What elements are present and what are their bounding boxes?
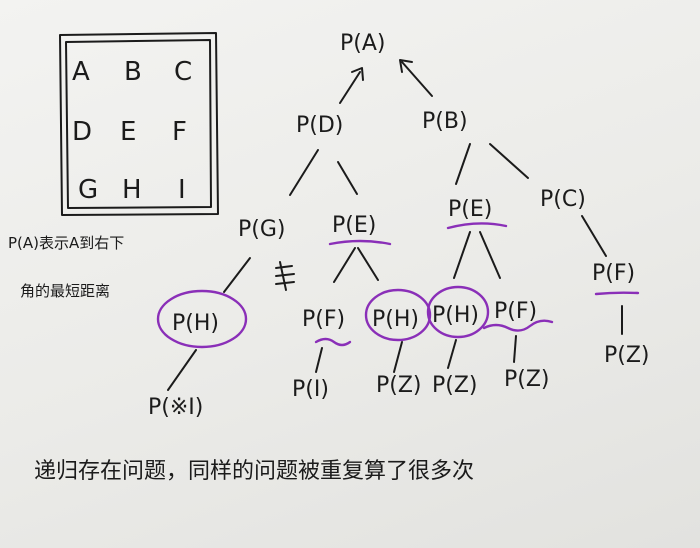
node-pd: P(D)	[296, 113, 343, 138]
grid-cell-d: D	[72, 117, 92, 147]
grid-cell-h: H	[122, 175, 142, 205]
edge-pd-pg	[289, 149, 319, 196]
arrowhead-right	[399, 59, 413, 73]
grid-cell-c: C	[174, 57, 192, 87]
tree-edges	[167, 59, 623, 391]
legend-note-line1: P(A)表示A到右下	[8, 234, 124, 252]
legend-note-line2: 角的最短距离	[20, 282, 110, 300]
grid-cell-b: B	[124, 57, 142, 87]
squiggle-pf-2	[482, 319, 554, 332]
node-ph-3: P(H)	[432, 303, 479, 328]
circle-ph-1	[156, 289, 248, 349]
grid-border	[59, 32, 219, 216]
node-pz-1: P(Z)	[376, 373, 422, 398]
edge-pd-pa	[339, 71, 361, 104]
edge-ph3-pz	[447, 339, 457, 369]
node-pf-3: P(F)	[592, 261, 635, 286]
squiggle-pf-1	[314, 337, 352, 347]
edge-pf-pi	[315, 347, 323, 373]
repeat-highlights	[156, 222, 640, 349]
grid-cell-e: E	[120, 117, 136, 147]
edge-pf3-pz	[513, 335, 517, 363]
node-pz-3: P(Z)	[504, 367, 550, 392]
edge-pg-ph	[223, 257, 251, 293]
node-pz-4: P(Z)	[604, 343, 650, 368]
edge-ph-pz	[393, 341, 403, 373]
node-pb: P(B)	[422, 109, 468, 134]
grid-cell-g: G	[78, 175, 98, 205]
node-pf-1: P(F)	[302, 307, 345, 332]
scribble-mark	[275, 261, 295, 291]
underline-pe-left	[328, 239, 392, 246]
node-pg: P(G)	[238, 217, 285, 242]
edge-pd-pe	[337, 161, 358, 195]
footer-note: 递归存在问题，同样的问题被重复算了很多次	[34, 459, 474, 484]
grid-box: A B C D E F G H I	[59, 32, 219, 216]
node-pf-2: P(F)	[494, 299, 537, 324]
node-ph-2: P(H)	[372, 307, 419, 332]
node-pz-2: P(Z)	[432, 373, 478, 398]
node-pe-right: P(E)	[448, 197, 492, 222]
node-pa: P(A)	[340, 31, 385, 56]
node-pi-2: P(I)	[292, 377, 329, 402]
node-pc: P(C)	[540, 187, 586, 212]
grid-cell-i: I	[178, 175, 186, 205]
edge-pb-pa	[401, 61, 433, 97]
edge-pc-pf	[581, 215, 607, 257]
circle-ph-3	[426, 285, 490, 339]
underline-pe-right	[446, 222, 508, 230]
edge-pe-ph	[357, 247, 379, 281]
node-ph-1: P(H)	[172, 311, 219, 336]
grid-cell-a: A	[72, 57, 90, 87]
grid-border-inner	[65, 39, 212, 209]
edge-pb-pe	[455, 143, 471, 185]
edge-pb-pc	[489, 143, 529, 179]
grid-cell-f: F	[172, 117, 187, 147]
arrowhead-left	[351, 67, 364, 81]
underline-pf-4	[594, 291, 640, 296]
edge-ph-pi	[167, 349, 197, 391]
edge-pe2-ph	[453, 231, 471, 279]
node-pe-left: P(E)	[332, 213, 376, 238]
circle-ph-2	[364, 288, 432, 342]
tree-nodes: P(A) P(D) P(B) P(G) P(E) P(E) P(C) P(H) …	[148, 31, 650, 420]
edge-pe-pf	[333, 247, 356, 283]
edge-pe2-pf	[479, 231, 501, 279]
node-pi-1: P(※I)	[148, 395, 203, 420]
